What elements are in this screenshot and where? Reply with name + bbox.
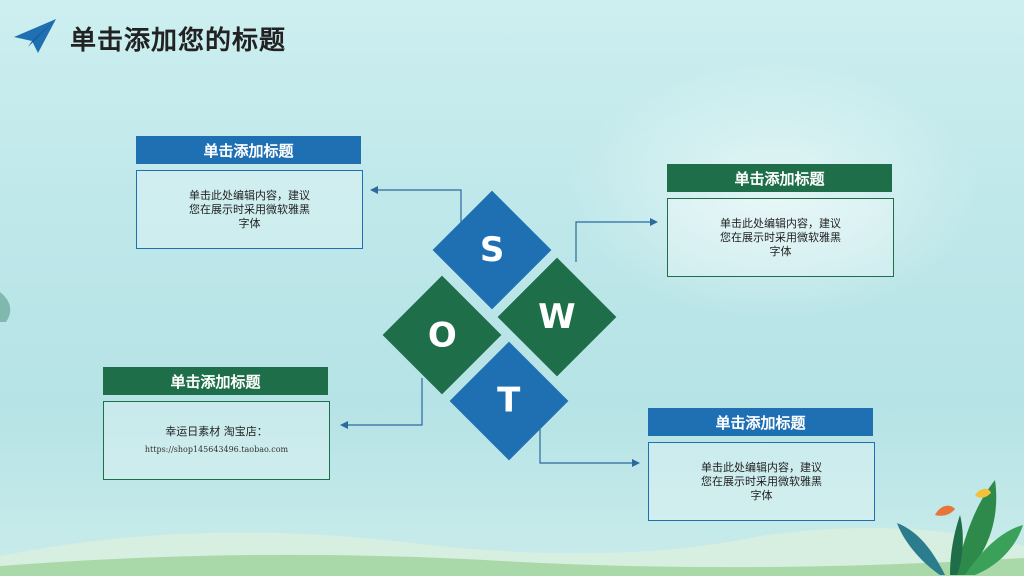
connector-w — [575, 221, 652, 262]
card-text-line: 单击此处编辑内容，建议 — [701, 460, 822, 474]
card-top-right-body[interactable]: 单击此处编辑内容，建议 您在展示时采用微软雅黑 字体 — [667, 198, 894, 277]
card-text-line: 幸运日素材 淘宝店： — [165, 424, 268, 438]
card-top-left-header[interactable]: 单击添加标题 — [136, 136, 361, 164]
card-text-line: 您在展示时采用微软雅黑 — [701, 474, 822, 488]
hills-decoration — [0, 528, 1024, 576]
card-bottom-left-header[interactable]: 单击添加标题 — [103, 367, 328, 395]
card-bottom-right-header[interactable]: 单击添加标题 — [648, 408, 873, 436]
shop-url[interactable]: https://shop145643496.taobao.com — [144, 444, 289, 454]
arrow-left-icon — [370, 186, 378, 194]
card-top-left-body[interactable]: 单击此处编辑内容，建议 您在展示时采用微软雅黑 字体 — [136, 170, 363, 249]
card-text-line: 字体 — [769, 244, 792, 258]
card-text-line: 单击此处编辑内容，建议 — [720, 216, 841, 230]
card-text-line: 字体 — [238, 216, 261, 230]
card-text-line: 单击此处编辑内容，建议 — [189, 188, 310, 202]
swot-s-letter: S — [479, 230, 505, 270]
swot-o-letter: O — [427, 315, 457, 355]
arrow-left-icon — [340, 421, 348, 429]
leaf-edge-decoration — [0, 292, 11, 322]
page-title[interactable]: 单击添加您的标题 — [70, 25, 287, 56]
card-bottom-left-body[interactable]: 幸运日素材 淘宝店： https://shop145643496.taobao.… — [103, 401, 330, 480]
swot-t-letter: T — [497, 380, 521, 421]
card-text-line: 您在展示时采用微软雅黑 — [720, 230, 841, 244]
swot-w-letter: W — [538, 296, 576, 337]
card-bottom-right-body[interactable]: 单击此处编辑内容，建议 您在展示时采用微软雅黑 字体 — [648, 442, 875, 521]
arrow-right-icon — [632, 459, 640, 467]
connector-t — [539, 422, 634, 464]
title-bar: 单击添加您的标题 — [12, 14, 286, 62]
card-top-right-header[interactable]: 单击添加标题 — [667, 164, 892, 192]
paper-plane-icon — [12, 17, 58, 59]
card-text-line: 字体 — [750, 488, 773, 502]
card-text-line: 您在展示时采用微软雅黑 — [189, 202, 310, 216]
arrow-right-icon — [650, 218, 658, 226]
connector-s — [376, 189, 462, 222]
tropical-leaves-decoration — [897, 480, 1023, 575]
connector-o — [346, 378, 423, 426]
